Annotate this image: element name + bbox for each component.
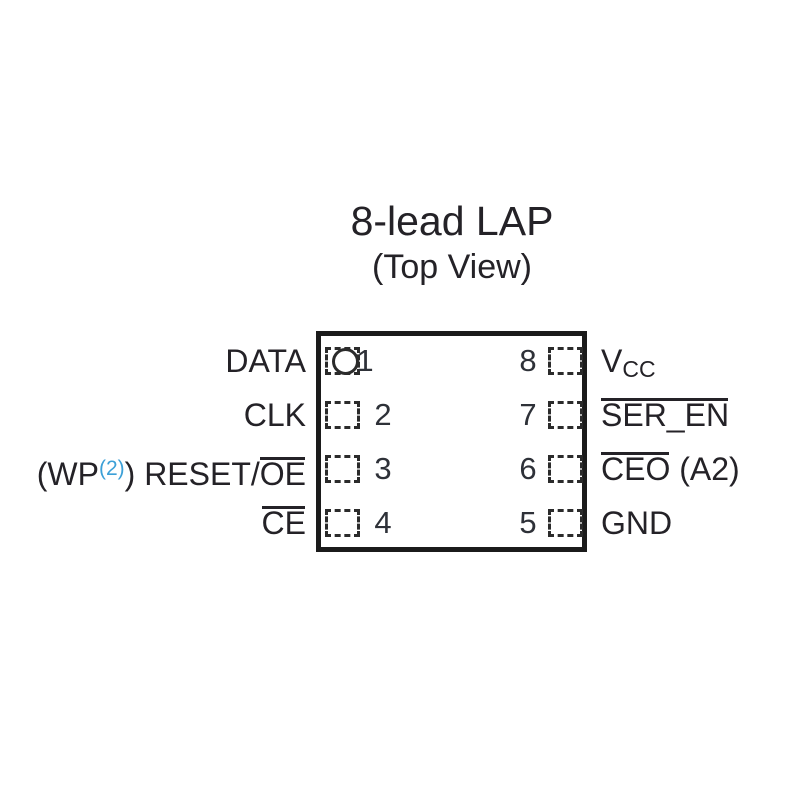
pin-label-vcc: VCC [601, 343, 656, 387]
pin-pad-6 [548, 455, 583, 483]
pin-number-7: 7 [519, 397, 537, 432]
pin-pad-3 [325, 455, 360, 483]
oe-overline-text: OE [259, 456, 306, 492]
pin-label-gnd: GND [601, 505, 672, 541]
pin-pad-8 [548, 347, 583, 375]
ce-overline-text: CE [261, 505, 306, 541]
wp-footnote-superscript: (2) [98, 457, 125, 480]
ceo-overline-text: CEO [601, 451, 671, 487]
pin-label-ceo: CEO (A2) [601, 451, 740, 487]
pin-label-ser-en: SER_EN [601, 397, 729, 433]
pin-number-1: 1 [356, 343, 374, 378]
pin-label-ce: CE [261, 505, 306, 541]
wp-prefix-text: (WP [36, 456, 99, 492]
pin-label-clk: CLK [244, 397, 306, 433]
pin-number-4: 4 [374, 505, 392, 540]
vcc-subscript-text: CC [622, 356, 656, 382]
pin-number-2: 2 [374, 397, 392, 432]
figure-subtitle: (Top View) [372, 248, 532, 286]
pin-number-5: 5 [519, 505, 537, 540]
vcc-main-text: V [601, 343, 623, 379]
pin-pad-4 [325, 509, 360, 537]
pin-pad-5 [548, 509, 583, 537]
reset-text: ) RESET/ [124, 456, 260, 492]
figure-title: 8-lead LAP [350, 198, 554, 244]
pin-label-data-text: DATA [225, 343, 306, 379]
pin-label-reset-oe: (WP(2)) RESET/OE [37, 451, 306, 492]
pin-label-data: DATA [225, 343, 306, 379]
ceo-a2-text: (A2) [670, 451, 740, 487]
pin-number-6: 6 [519, 451, 537, 486]
gnd-text: GND [601, 505, 673, 541]
pin-pad-2 [325, 401, 360, 429]
package-outline [316, 331, 587, 552]
pin-number-8: 8 [519, 343, 537, 378]
pin-pad-7 [548, 401, 583, 429]
pin1-marker-icon [332, 348, 359, 375]
ser-en-overline-text: SER_EN [601, 397, 730, 433]
pin-label-clk-text: CLK [243, 397, 306, 433]
pin-number-3: 3 [374, 451, 392, 486]
